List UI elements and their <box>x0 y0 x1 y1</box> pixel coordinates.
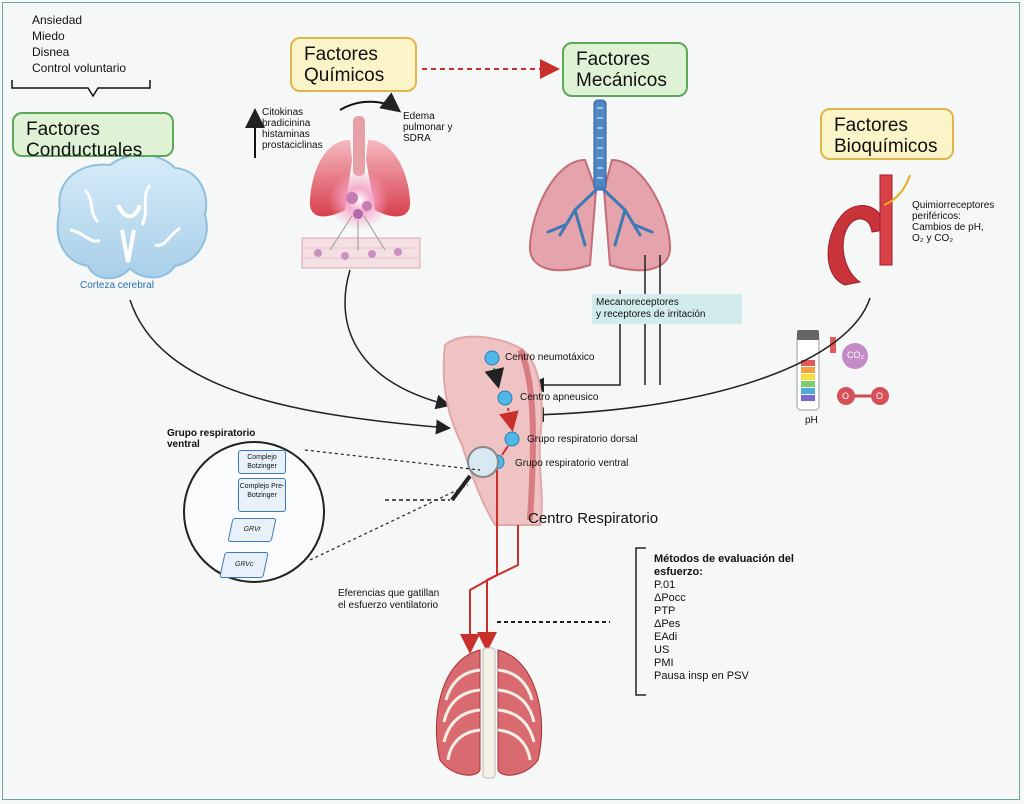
methods-bracket <box>635 547 646 696</box>
chemo-line: Cambios de pH, <box>912 222 984 233</box>
mediator-item: histaminas <box>262 129 310 140</box>
efferent-line-2 <box>477 525 519 652</box>
method-item: EAdi <box>654 631 678 643</box>
label-centro-apneusico: Centro apneusico <box>520 392 599 403</box>
methods-title-line: esfuerzo: <box>654 566 703 578</box>
label-centro-neumotaxico: Centro neumotáxico <box>505 352 595 363</box>
inflamed-lungs-illustration <box>301 116 421 269</box>
co2-molecule <box>842 343 868 369</box>
edema-label: Edema pulmonar y SDRA <box>403 111 452 144</box>
trigger-item: Miedo <box>32 29 65 43</box>
box-line: Químicos <box>304 64 385 86</box>
trigger-item: Ansiedad <box>32 13 83 27</box>
edema-arrow <box>339 92 402 113</box>
ventral-title-line: Grupo respiratorio <box>167 428 256 439</box>
grvc-box: GRVc <box>219 552 269 578</box>
co2-label: CO₂ <box>847 350 864 360</box>
mechano-line: y receptores de irritación <box>596 309 706 320</box>
ventral-title-line: ventral <box>167 439 200 450</box>
mediator-item: Citokinas <box>262 107 304 118</box>
method-item: P.01 <box>654 579 676 591</box>
apneusico-node <box>497 390 513 406</box>
trigger-list: Ansiedad Miedo Disnea Control voluntario <box>32 12 126 76</box>
aorta-illustration <box>827 174 911 286</box>
complejo-pre-botzinger-box: Complejo Pre-Botzinger <box>238 478 286 512</box>
method-item: Pausa insp en PSV <box>654 670 749 682</box>
edema-line: Edema <box>403 111 435 122</box>
centro-respiratorio-title: Centro Respiratorio <box>528 510 659 527</box>
box-line: Bioquímicos <box>834 135 938 157</box>
methods-panel: Métodos de evaluación del esfuerzo: P.01… <box>654 553 794 683</box>
label-grupo-dorsal: Grupo respiratorio dorsal <box>527 434 638 445</box>
complejo-botzinger-box: Complejo Botzinger <box>238 450 286 474</box>
bio-to-center-arrow <box>529 297 871 423</box>
method-item: US <box>654 644 670 656</box>
box-line: Factores <box>576 49 650 70</box>
o2-molecule <box>837 387 889 405</box>
box-line: Factores <box>304 44 378 65</box>
chemo-line: periféricos: <box>912 211 961 222</box>
zoom-circle <box>183 441 325 583</box>
chemical-mediators: Citokinas bradicinina histaminas prostac… <box>262 107 323 151</box>
box-line: Mecánicos <box>576 69 667 91</box>
efferents-line: Eferencias que gatillan <box>338 588 440 599</box>
chem-to-center-arrow <box>344 269 451 410</box>
chemoreceptors-label: Quimiorreceptores periféricos: Cambios d… <box>912 200 994 244</box>
magnifier-lens <box>467 446 499 478</box>
box-line: Conductuales <box>26 139 143 161</box>
box-line: Factores <box>834 115 908 136</box>
ph-tube-illustration <box>796 330 836 411</box>
dorsal-node <box>504 431 520 447</box>
o2-label-left: O <box>842 391 850 401</box>
mediator-item: bradicinina <box>262 118 311 129</box>
method-item: PMI <box>654 657 674 669</box>
o2-label-right: O <box>876 391 884 401</box>
edema-line: pulmonar y <box>403 122 453 133</box>
mechano-line: Mecanoreceptores <box>596 297 679 308</box>
box-factores-quimicos: Factores Químicos <box>290 37 417 92</box>
ph-label: pH <box>805 415 818 426</box>
trigger-item: Disnea <box>32 45 70 59</box>
brainstem-illustration <box>442 335 543 526</box>
box-factores-bioquimicos: Factores Bioquímicos <box>820 108 954 160</box>
efferents-label: Eferencias que gatillan el esfuerzo vent… <box>338 588 439 612</box>
chemo-line: O₂ y CO₂ <box>912 233 954 244</box>
efferents-line: el esfuerzo ventilatorio <box>338 600 439 611</box>
box-line: Factores <box>26 119 100 140</box>
chemo-line: Quimiorreceptores <box>912 200 995 211</box>
method-item: ΔPes <box>654 618 681 630</box>
edema-line: SDRA <box>403 133 431 144</box>
neumotaxico-node <box>484 350 500 366</box>
brain-illustration <box>56 153 208 280</box>
ribcage-illustration <box>435 647 543 779</box>
trigger-item: Control voluntario <box>32 61 127 75</box>
label-grupo-ventral: Grupo respiratorio ventral <box>515 458 629 469</box>
ventral-group-title: Grupo respiratorio ventral <box>167 428 255 450</box>
box-factores-mecanicos: Factores Mecánicos <box>562 42 688 97</box>
efferent-line-1 <box>460 470 498 654</box>
grvr-box: GRVr <box>227 518 277 542</box>
mediator-item: prostaciclinas <box>262 140 323 151</box>
trigger-bracket <box>11 80 151 98</box>
box-factores-conductuales: Factores Conductuales <box>12 112 174 161</box>
magnifier-handle <box>450 474 472 502</box>
method-item: ΔPocc <box>654 592 686 604</box>
brain-to-center-arrow <box>129 299 451 435</box>
mechanoreceptors-label: Mecanoreceptores y receptores de irritac… <box>592 294 742 324</box>
brain-label: Corteza cerebral <box>80 280 154 291</box>
methods-title-line: Métodos de evaluación del <box>654 553 794 565</box>
method-item: PTP <box>654 605 676 617</box>
airway-lungs-illustration <box>528 99 672 272</box>
